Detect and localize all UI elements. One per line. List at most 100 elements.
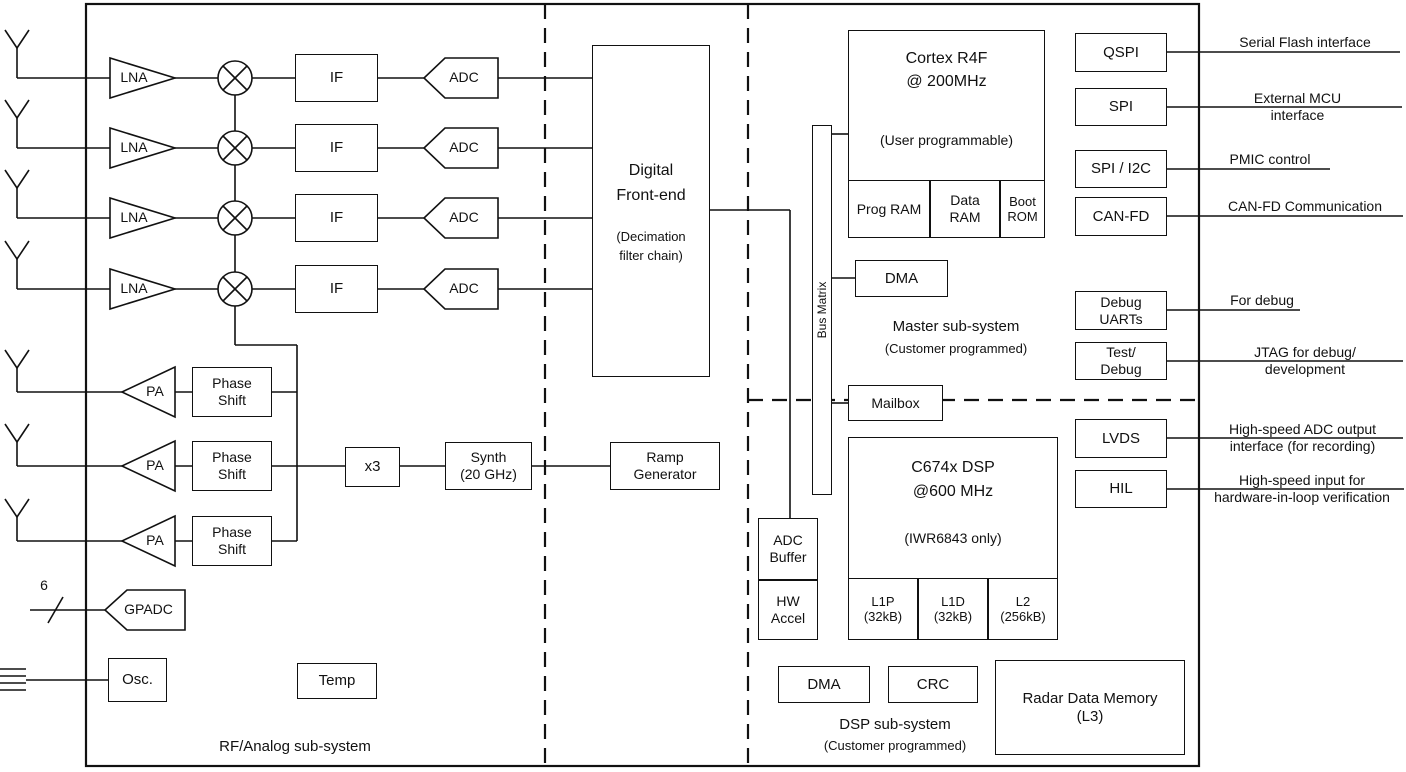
bus-width-slash	[47, 596, 64, 624]
bus-matrix-label: Bus Matrix	[815, 281, 829, 339]
adc-label: ADC	[449, 139, 479, 155]
radar-data-memory-box: Radar Data Memory (L3)	[995, 660, 1185, 755]
pa-triangle	[120, 439, 176, 493]
antenna-icons	[4, 29, 30, 541]
phase-shift-box: Phase Shift	[192, 441, 272, 491]
qspi-box: QSPI	[1075, 33, 1167, 72]
temp-box: Temp	[297, 663, 377, 699]
signal-lines	[17, 51, 1404, 681]
if-box: IF	[295, 265, 378, 313]
pa-label: PA	[146, 383, 164, 399]
data-ram-box: Data RAM	[930, 180, 1000, 238]
hw-accel-box: HW Accel	[758, 580, 818, 640]
test-debug-annotation: JTAG for debug/ development	[1254, 344, 1356, 377]
rx-antenna-icon	[4, 169, 30, 218]
l2-box: L2 (256kB)	[988, 578, 1058, 640]
adc-buffer-box: ADC Buffer	[758, 518, 818, 580]
qspi-annotation: Serial Flash interface	[1239, 34, 1371, 50]
crc-box: CRC	[888, 666, 978, 703]
phase-shift-box: Phase Shift	[192, 516, 272, 566]
lna-label: LNA	[120, 69, 148, 85]
pa-label: PA	[146, 457, 164, 473]
dsp-subsystem-sublabel: (Customer programmed)	[823, 738, 967, 753]
adc-shape	[422, 57, 499, 99]
lna-label: LNA	[120, 139, 148, 155]
rx-antenna-icon	[4, 240, 30, 289]
dsp-dma-box: DMA	[778, 666, 870, 703]
spi-i2c-annotation: PMIC control	[1229, 151, 1311, 167]
spi-i2c-box: SPI / I2C	[1075, 150, 1167, 188]
lna-triangle	[109, 126, 178, 170]
rf-subsystem-label: RF/Analog sub-system	[219, 738, 371, 755]
lna-triangle	[109, 196, 178, 240]
tx-antenna-icon	[4, 423, 30, 466]
lna-triangle	[109, 56, 178, 100]
lna-label: LNA	[120, 209, 148, 225]
lvds-annotation: High-speed ADC output interface (for rec…	[1228, 421, 1377, 454]
rx-antenna-icon	[4, 99, 30, 148]
adc-shapes	[103, 57, 499, 631]
can-fd-annotation: CAN-FD Communication	[1227, 198, 1383, 214]
can-fd-box: CAN-FD	[1075, 197, 1167, 236]
spi-box: SPI	[1075, 88, 1167, 126]
if-box: IF	[295, 54, 378, 102]
adc-shape	[422, 127, 499, 169]
lna-triangle	[109, 267, 178, 311]
l1d-box: L1D (32kB)	[918, 578, 988, 640]
mixer-icons	[217, 60, 253, 307]
pa-label: PA	[146, 532, 164, 548]
mixer-icon	[217, 130, 253, 166]
mixer-icon	[217, 200, 253, 236]
if-box: IF	[295, 194, 378, 242]
gpadc-shape	[103, 589, 186, 631]
bus-matrix	[812, 125, 832, 495]
spi-annotation: External MCU interface	[1253, 90, 1342, 123]
if-box: IF	[295, 124, 378, 172]
digital-front-end-subtitle: (Decimation filter chain)	[616, 229, 686, 263]
l1p-box: L1P (32kB)	[848, 578, 918, 640]
chip-border	[84, 2, 1201, 768]
adc-label: ADC	[449, 209, 479, 225]
gpadc-bus-width-label: 6	[40, 577, 48, 593]
dsp-subsystem-label: DSP sub-system	[839, 716, 951, 733]
mailbox-box: Mailbox	[848, 385, 943, 421]
debug-uarts-annotation: For debug	[1230, 292, 1294, 308]
test-debug-box: Test/ Debug	[1075, 342, 1167, 380]
master-subsystem-label: Master sub-system	[892, 318, 1020, 335]
cortex-r4f-title: Cortex R4F @ 200MHz	[905, 50, 988, 90]
tx-antenna-icon	[4, 498, 30, 541]
pa-triangle	[120, 514, 176, 568]
cortex-r4f-subtitle: (User programmable)	[879, 132, 1014, 148]
adc-shape	[422, 197, 499, 239]
master-subsystem-sublabel: (Customer programmed)	[884, 341, 1028, 356]
master-dma-box: DMA	[855, 260, 948, 297]
mixer-icon	[217, 271, 253, 307]
boot-rom-box: Boot ROM	[1000, 180, 1045, 238]
x3-multiplier-box: x3	[345, 447, 400, 487]
synth-box: Synth (20 GHz)	[445, 442, 532, 490]
digital-front-end-title: Digital Front-end	[616, 162, 686, 204]
gpadc-label: GPADC	[124, 601, 173, 617]
adc-shape	[422, 268, 499, 310]
ramp-generator-box: Ramp Generator	[610, 442, 720, 490]
pa-triangle	[120, 365, 176, 419]
phase-shift-box: Phase Shift	[192, 367, 272, 417]
lna-label: LNA	[120, 280, 148, 296]
osc-box: Osc.	[108, 658, 167, 702]
adc-label: ADC	[449, 69, 479, 85]
debug-uarts-box: Debug UARTs	[1075, 291, 1167, 330]
prog-ram-box: Prog RAM	[848, 180, 930, 238]
c674x-dsp-subtitle: (IWR6843 only)	[904, 530, 1002, 546]
tx-antenna-icon	[4, 349, 30, 392]
hil-box: HIL	[1075, 470, 1167, 508]
c674x-dsp-title: C674x DSP @600 MHz	[911, 459, 995, 500]
mixer-icon	[217, 60, 253, 96]
amplifier-shapes	[109, 56, 178, 568]
rx-antenna-icon	[4, 29, 30, 78]
adc-label: ADC	[449, 280, 479, 296]
digital-front-end-box	[592, 45, 710, 377]
crystal-oscillator-icon	[0, 668, 26, 691]
lvds-box: LVDS	[1075, 419, 1167, 458]
